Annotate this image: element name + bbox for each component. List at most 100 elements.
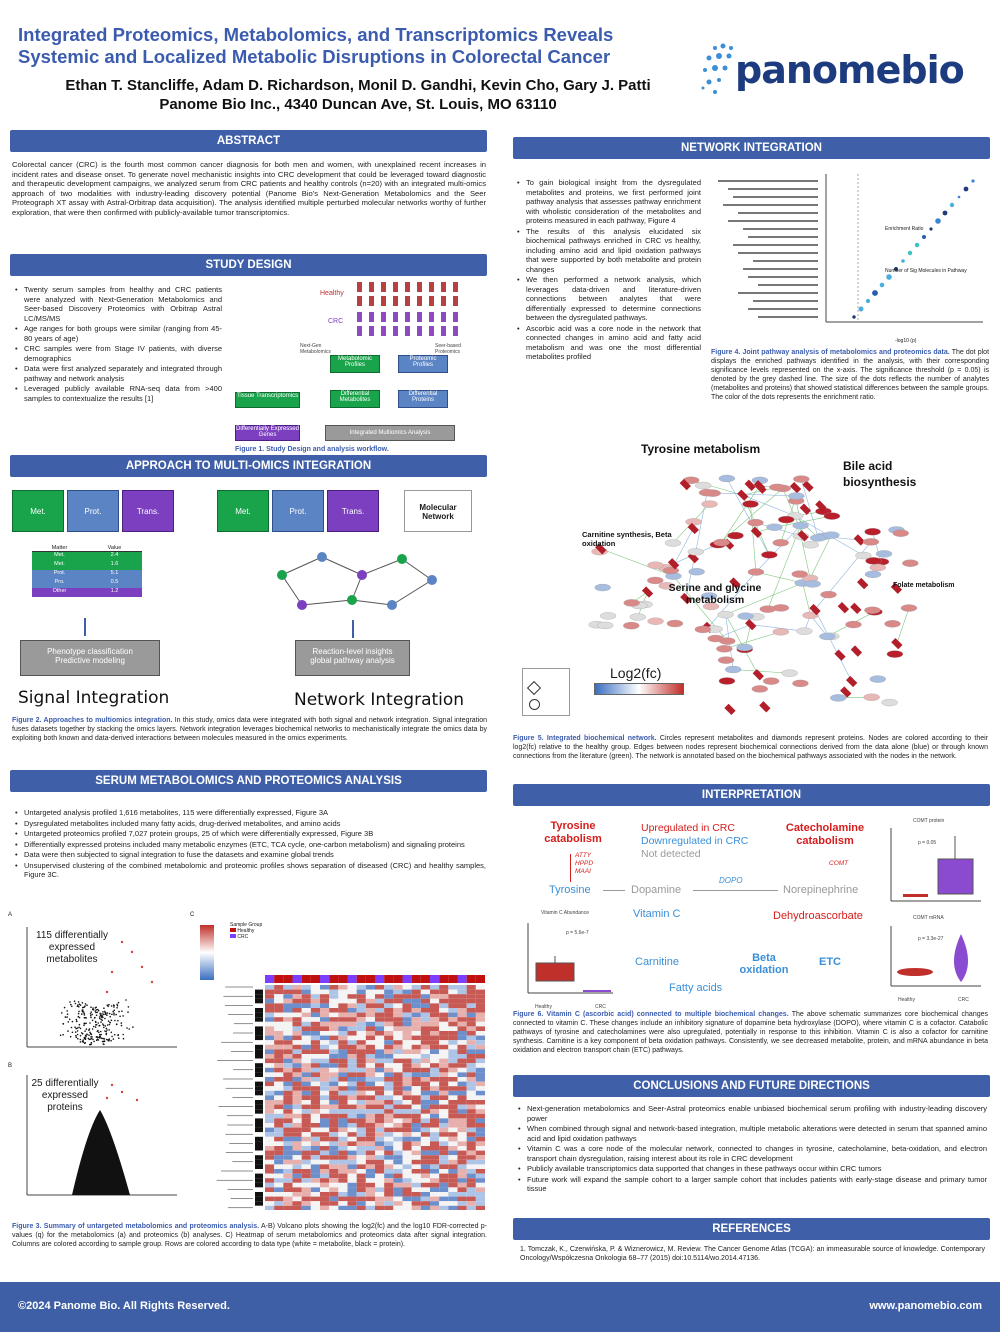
reference-1: 1. Tomczak, K., Czerwińska, P. & Wiznero… (520, 1246, 985, 1262)
crc-label: CRC (328, 318, 344, 325)
list-item: Unsupervised clustering of the combined … (14, 861, 486, 880)
comt-mrna-violin (890, 926, 981, 987)
authors: Ethan T. Stancliffe, Adam D. Richardson,… (65, 77, 651, 94)
log2fc-label: Log2(fc) (610, 665, 662, 681)
serine-label: Serine and glycine metabolism (668, 582, 762, 606)
metabolomic-profiles-box: Metabolomic Profiles (330, 355, 380, 373)
list-item: Next-generation metabolomics and Seer-As… (517, 1104, 987, 1123)
joint-pathway-dot-plot (718, 174, 983, 323)
network-integration-label: Network Integration (294, 690, 465, 710)
conclusions-bullets: Next-generation metabolomics and Seer-As… (517, 1104, 987, 1195)
list-item: Differentially expressed proteins includ… (14, 840, 486, 850)
panel-b-label: B (8, 1063, 13, 1069)
dot-xlabel: -log10 (p) (895, 338, 917, 344)
network-graph (277, 552, 437, 610)
nextgen-label: Next-Gen Metabolomics (300, 343, 331, 355)
carnitine-label: Carnitine synthesis, Beta oxidation (582, 530, 672, 548)
norepinephrine-node: Norepinephrine (783, 884, 859, 896)
list-item: To gain biological insight from the dysr… (516, 178, 701, 226)
vitc-pvalue: p = 5.6e-7 (566, 930, 589, 936)
footer-website[interactable]: www.panomebio.com (869, 1300, 982, 1312)
list-item: CRC samples were from Stage IV patients,… (14, 344, 222, 363)
prot-block: Prot. (67, 490, 119, 532)
people-icons (357, 282, 458, 336)
net-met-block: Met. (217, 490, 269, 532)
study-design-heading: STUDY DESIGN (10, 254, 487, 276)
vitamin-c-node: Vitamin C (633, 908, 681, 920)
panel-a-label: A (8, 912, 13, 918)
abstract-text: Colorectal cancer (CRC) is the fourth mo… (12, 160, 486, 217)
vitc-boxplot (527, 923, 613, 994)
folate-label: Folate metabolism (893, 582, 955, 589)
heatmap-colorbar (200, 925, 214, 980)
tyrosine-catabolism: Tyrosine catabolism (544, 820, 602, 845)
list-item: Leveraged publicly available RNA-seq dat… (14, 384, 222, 403)
figure-1: Healthy CRC Next-Gen Metabolomics Seer-b… (230, 280, 480, 445)
list-item: Dysregulated metabolites included many f… (14, 819, 486, 829)
tyrosine-node: Tyrosine (549, 884, 591, 896)
log2fc-colorbar (594, 683, 684, 695)
study-design-bullets: Twenty serum samples from healthy and CR… (14, 285, 222, 404)
met-block: Met. (12, 490, 64, 532)
list-item: Publicly available transcriptomics data … (517, 1164, 987, 1174)
list-item: Vitamin C was a core node of the molecul… (517, 1144, 987, 1163)
list-item: Data were then subjected to signal integ… (14, 850, 486, 860)
serum-heading: SERUM METABOLOMICS AND PROTEOMICS ANALYS… (10, 770, 487, 792)
comt-mrna-title: COMT mRNA (913, 915, 944, 921)
integrated-box: Integrated Multiomics Analysis (325, 425, 455, 441)
list-item: The results of this analysis elucidated … (516, 227, 701, 275)
dot-legend: Enrichment Ratio Number of Sig Molecules… (885, 226, 967, 274)
comt-enzyme: COMT (829, 860, 849, 867)
net-trans-block: Trans. (327, 490, 379, 532)
carnitine-node: Carnitine (635, 956, 680, 968)
list-item: Ascorbic acid was a core node in the net… (516, 324, 701, 362)
fatty-acids-node: Fatty acids (669, 982, 723, 994)
color-key: Upregulated in CRC Downregulated in CRC … (641, 822, 749, 860)
comt-protein-pvalue: p = 0.05 (918, 840, 937, 846)
heatmap-legend: Sample Group Healthy CRC (230, 922, 263, 940)
serum-bullets: Untargeted analysis profiled 1,616 metab… (14, 808, 486, 881)
biochemical-network (588, 474, 919, 716)
comt-protein-boxplot (890, 828, 981, 902)
molecular-network-box: Molecular Network (404, 490, 472, 532)
volcano-plot-a (26, 927, 177, 1048)
authors-block: Ethan T. Stancliffe, Adam D. Richardson,… (18, 76, 698, 114)
beta-oxidation-node: Beta oxidation (739, 952, 789, 976)
affiliation: Panome Bio Inc., 4340 Duncan Ave, St. Lo… (159, 96, 557, 113)
tissue-box: Tissue Transcriptomics (235, 392, 300, 408)
heatmap (216, 975, 485, 1210)
proteomic-profiles-box: Proteomic Profiles (398, 355, 448, 373)
figure-3-caption: Figure 3. Summary of untargeted metabolo… (12, 1223, 487, 1248)
list-item: Data were first analyzed separately and … (14, 364, 222, 383)
etc-node: ETC (819, 956, 841, 968)
vitc-healthy-tick: Healthy (535, 1004, 552, 1010)
comt-crc-tick: CRC (958, 997, 969, 1003)
vitc-plot-title: Vitamin C Abundance (541, 910, 589, 916)
arrow-up (570, 854, 571, 882)
volcano-a-label: 115 differentially expressed metabolites (36, 930, 108, 965)
poster-title: Integrated Proteomics, Metabolomics, and… (18, 24, 614, 67)
figure-4-caption: Figure 4. Joint pathway analysis of meta… (711, 349, 990, 401)
list-item: Untargeted proteomics profiled 7,027 pro… (14, 829, 486, 839)
volcano-plot-b (26, 1075, 177, 1196)
footer-copyright: ©2024 Panome Bio. All Rights Reserved. (18, 1300, 230, 1312)
diff-proteins-box: Differential Proteins (398, 390, 448, 408)
figure-2-caption: Figure 2. Approaches to multiomics integ… (12, 717, 487, 742)
figure-1-caption: Figure 1. Study Design and analysis work… (235, 446, 389, 453)
list-item: Twenty serum samples from healthy and CR… (14, 285, 222, 323)
comt-healthy-tick: Healthy (898, 997, 915, 1003)
catecholamine-catabolism: Catecholamine catabolism (785, 822, 865, 847)
diff-metabolites-box: Differential Metabolites (330, 390, 380, 408)
tyrosine-label: Tyrosine metabolism (641, 442, 761, 456)
figure-5-caption: Figure 5. Integrated biochemical network… (513, 735, 989, 760)
network-bullets: To gain biological insight from the dysr… (516, 178, 701, 363)
list-item: We then performed a network analysis, wh… (516, 275, 701, 323)
bile-label: Bile acid biosynthesis (843, 459, 917, 489)
panel-c-label: C (190, 912, 195, 918)
